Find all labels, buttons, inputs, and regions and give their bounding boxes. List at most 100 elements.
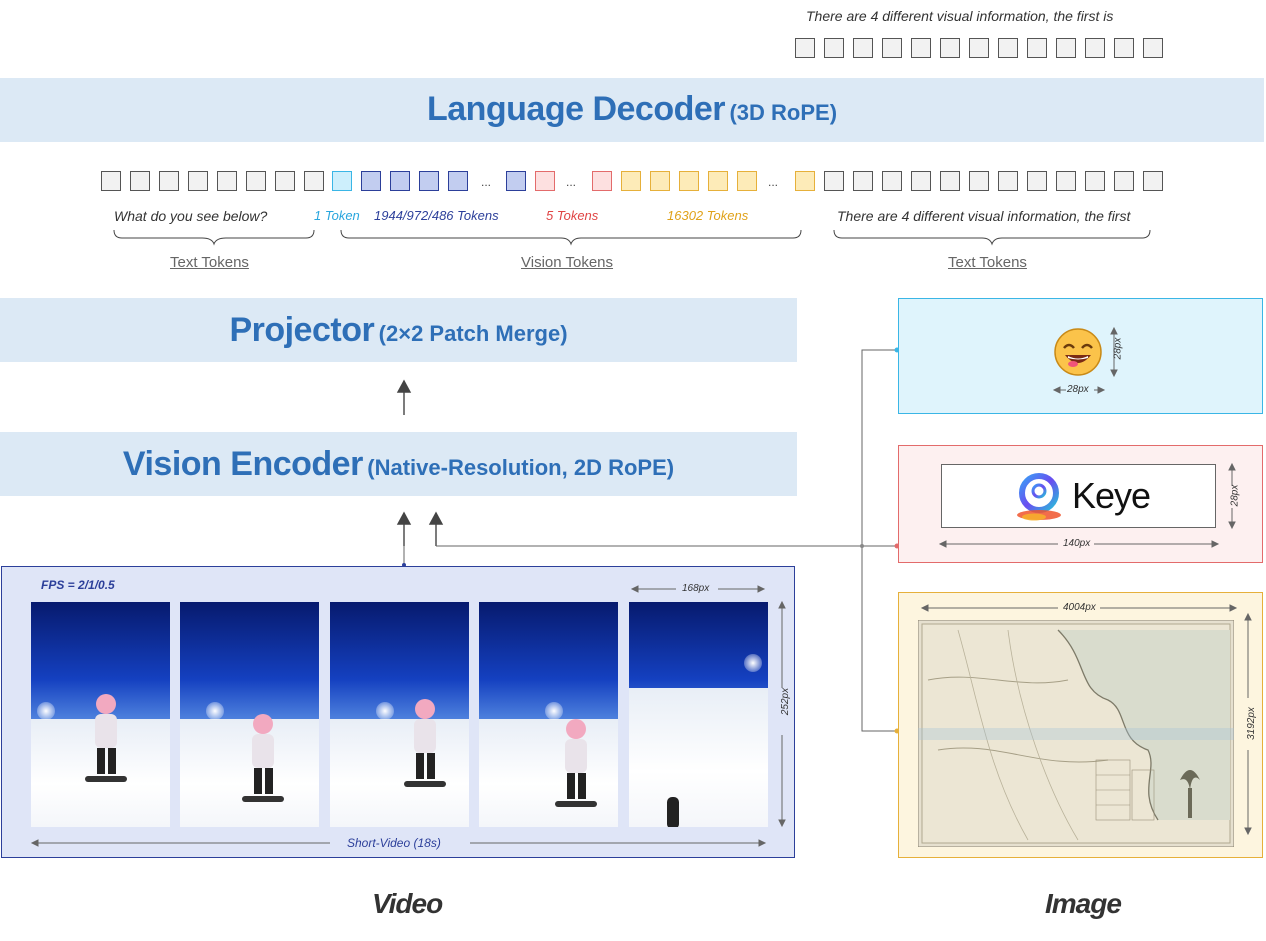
text-token [853,171,873,191]
logo-token [535,171,555,191]
five-tokens-label: 5 Tokens [546,208,599,223]
map-dimension-icons [920,604,1252,836]
left-text-label: What do you see below? [114,208,268,224]
video-token [506,171,526,191]
text-token [1056,171,1076,191]
brace-left [113,229,315,246]
one-token-label: 1 Token [314,208,360,223]
text-token [1085,171,1105,191]
top-text-token [1143,38,1163,58]
text-token [1143,171,1163,191]
video-token [448,171,468,191]
top-text-token [1056,38,1076,58]
top-text-token [998,38,1018,58]
top-text-token [824,38,844,58]
top-text-token [940,38,960,58]
snowboarder-figure [551,717,601,822]
text-token [998,171,1018,191]
map-token [737,171,757,191]
projector-band: Projector (2×2 Patch Merge) [0,298,797,362]
frame-height-label: 252px [780,687,792,716]
top-text-token [1114,38,1134,58]
text-token [304,171,324,191]
map-token [650,171,670,191]
ellipsis-2: ... [566,175,577,189]
video-caption: Video [372,888,443,919]
map-token [795,171,815,191]
text-token [940,171,960,191]
video-token [419,171,439,191]
map-width-label: 4004px [1063,602,1096,613]
duration-label: Short-Video (18s) [347,836,441,850]
keye-brand-text: Keye [1072,475,1151,516]
brace-right [833,229,1151,246]
logo-width-label: 140px [1063,538,1091,549]
language-decoder-band: Language Decoder (3D RoPE) [0,78,1264,142]
text-token [969,171,989,191]
brace-vision [340,229,802,246]
text-token [911,171,931,191]
special-token [332,171,352,191]
vision-tokens-caption: Vision Tokens [521,254,614,271]
smile-emoji-icon [1054,328,1102,376]
vision-encoder-title: Vision Encoder (Native-Resolution, 2D Ro… [0,445,797,484]
logo-token [592,171,612,191]
snowboarder-figure [238,712,288,817]
text-token [246,171,266,191]
text-token [101,171,121,191]
map-token [621,171,641,191]
top-text-token [1085,38,1105,58]
vision-encoder-subtitle: (Native-Resolution, 2D RoPE) [367,455,675,480]
top-text-token [911,38,931,58]
text-tokens-left-caption: Text Tokens [170,254,249,271]
projector-name: Projector [229,311,375,349]
map-height-label: 3192px [1245,707,1257,740]
video-frame [180,602,319,827]
text-token [159,171,179,191]
logo-height-label: 28px [1229,484,1241,507]
logo-dimension-icons [938,462,1236,548]
text-token [188,171,208,191]
top-text-token [1027,38,1047,58]
top-text: There are 4 different visual information… [806,8,1114,24]
top-text-token [969,38,989,58]
video-frame [330,602,469,827]
video-frame [31,602,170,827]
text-tokens-right-caption: Text Tokens [948,254,1027,271]
map-token [679,171,699,191]
text-token [275,171,295,191]
language-decoder-title: Language Decoder (3D RoPE) [0,90,1264,129]
image-caption: Image [1045,888,1122,919]
ellipsis-1: ... [481,175,492,189]
text-token [1114,171,1134,191]
top-text-token [853,38,873,58]
emoji-dimension-icons [1052,326,1118,394]
projector-subtitle: (2×2 Patch Merge) [378,321,568,346]
emoji-height-label: 28px [1112,337,1124,360]
snowboarder-figure [400,697,450,802]
video-token [361,171,381,191]
logo-box: Keye [941,464,1216,528]
text-token [882,171,902,191]
top-text-token [795,38,815,58]
vision-encoder-name: Vision Encoder [122,445,363,483]
right-text-label: There are 4 different visual information… [837,208,1131,224]
map-token [708,171,728,191]
video-token [390,171,410,191]
top-text-token [882,38,902,58]
text-token [1027,171,1047,191]
fps-label: FPS = 2/1/0.5 [41,578,115,592]
text-token [217,171,237,191]
historical-map-image [918,620,1234,847]
language-decoder-name: Language Decoder [426,90,726,128]
ellipsis-3: ... [768,175,779,189]
vision-encoder-band: Vision Encoder (Native-Resolution, 2D Ro… [0,432,797,496]
big-tokens-label: 16302 Tokens [667,208,749,223]
snowboard-figure [667,797,679,827]
video-frame [629,602,768,827]
language-decoder-subtitle: (3D RoPE) [729,100,838,125]
emoji-width-label: 28px [1067,384,1089,395]
projector-title: Projector (2×2 Patch Merge) [0,311,797,350]
image-bracket-line [861,349,897,732]
